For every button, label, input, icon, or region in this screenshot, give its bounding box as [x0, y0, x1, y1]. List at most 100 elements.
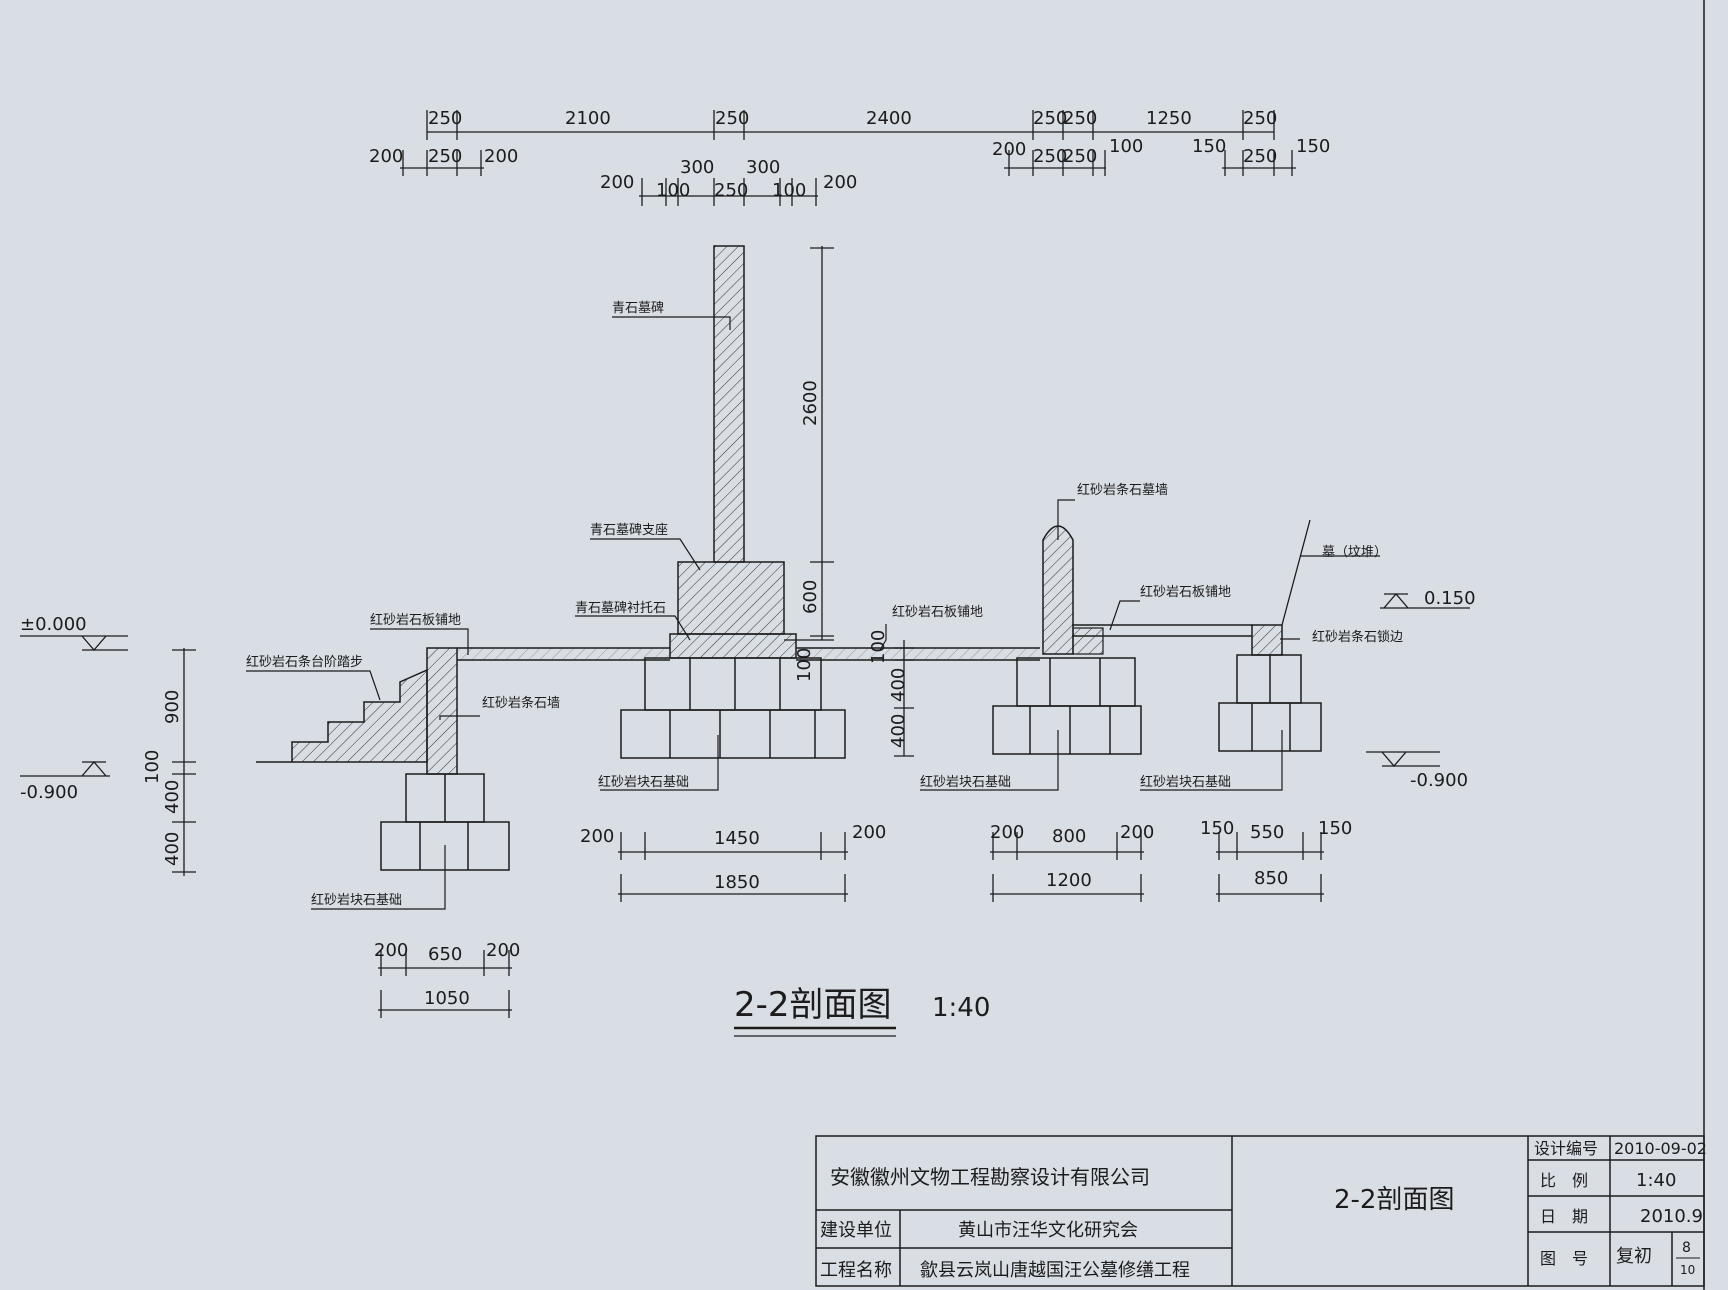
vertical-dim-left: [172, 648, 196, 876]
elevation-left-marker: [20, 761, 110, 777]
dim-top3-e: 250: [714, 180, 748, 201]
bdim-f3-b: 800: [1052, 826, 1086, 847]
dim-top3-g: 200: [823, 172, 857, 193]
tb-drawing-no-label: 图 号: [1540, 1249, 1588, 1268]
tb-sheet-total: 10: [1680, 1263, 1695, 1277]
top-dimension-row-1: [426, 110, 1275, 140]
tablet-base: [677, 561, 785, 635]
drawing-scale: 1:40: [932, 993, 990, 1023]
bdim-f1-c: 200: [486, 940, 520, 961]
tb-client-value: 黄山市汪华文化研究会: [958, 1220, 1138, 1241]
vdim-gap-100: 100: [868, 630, 889, 664]
vdim-left-400a: 400: [162, 780, 183, 814]
dim-top2-a: 200: [369, 146, 403, 167]
elev-minus-right: -0.900: [1410, 770, 1468, 791]
label-paving-left: 红砂岩石板铺地: [370, 612, 461, 628]
label-right-wall: 红砂岩条石墓墙: [1077, 482, 1168, 498]
dim-top3-d: 100: [656, 180, 690, 201]
tb-sheet-title: 2-2剖面图: [1334, 1185, 1454, 1215]
paving-slab-left-hatch: [457, 648, 670, 660]
mound-leader: [1281, 519, 1311, 626]
leader-lines: [246, 316, 1300, 910]
tb-company: 安徽徽州文物工程勘察设计有限公司: [830, 1165, 1150, 1189]
vdim-tablet-height: 2600: [800, 380, 821, 426]
foundation-edge: [1218, 654, 1322, 752]
top-dimension-row-2: [400, 150, 1296, 176]
bdim-f1-a: 200: [374, 940, 408, 961]
bottom-dim-f1: [378, 950, 512, 1018]
bdim-f3-c: 200: [1120, 822, 1154, 843]
drawing-title: 2-2剖面图: [734, 985, 892, 1025]
dim-top2-c: 200: [484, 146, 518, 167]
elev-zero: ±0.000: [20, 614, 87, 635]
wall-fill: [1072, 627, 1104, 655]
elev-plus-right: 0.150: [1424, 588, 1476, 609]
dim-top2-e: 250: [1033, 146, 1067, 167]
vdim-found-400a: 400: [888, 668, 909, 702]
paving-slab-mid-hatch: [796, 648, 1040, 660]
vdim-found-400b: 400: [888, 714, 909, 748]
vdim-left-400b: 400: [162, 832, 183, 866]
bdim-f4-b: 550: [1250, 822, 1284, 843]
tb-date-label: 日 期: [1540, 1207, 1588, 1226]
dim-top2-f: 250: [1063, 146, 1097, 167]
dim-top2-i: 250: [1243, 146, 1277, 167]
bdim-f4-a: 150: [1200, 818, 1234, 839]
label-foundation-3: 红砂岩块石基础: [920, 774, 1011, 790]
tb-scale-value: 1:40: [1636, 1170, 1676, 1191]
dim-top3-c: 200: [600, 172, 634, 193]
edge-curb: [1251, 624, 1283, 656]
vertical-dim-tablet: [784, 246, 834, 641]
bdim-f2-a: 200: [580, 826, 614, 847]
bottom-dim-f3: [990, 832, 1144, 902]
bdim-f3-d: 1200: [1046, 870, 1092, 891]
dim-top3-f: 100: [772, 180, 806, 201]
bdim-f4-c: 150: [1318, 818, 1352, 839]
stone-steps: [256, 668, 428, 763]
dim-top2-j: 150: [1296, 136, 1330, 157]
label-tablet-plinth: 青石墓碑衬托石: [575, 600, 666, 616]
label-tablet-base: 青石墓碑支座: [590, 522, 668, 538]
vdim-left-900: 900: [162, 690, 183, 724]
bdim-f2-d: 1850: [714, 872, 760, 893]
tb-design-no-label: 设计编号: [1534, 1139, 1598, 1158]
label-steps: 红砂岩石条台阶踏步: [246, 654, 363, 670]
bdim-f4-d: 850: [1254, 868, 1288, 889]
tb-project-label: 工程名称: [820, 1260, 892, 1281]
vdim-left-100: 100: [142, 750, 163, 784]
dim-top1-c: 250: [715, 108, 749, 129]
elevation-right-upper-marker: [1380, 593, 1470, 609]
elev-minus-left: -0.900: [20, 782, 78, 803]
bdim-f1-b: 650: [428, 944, 462, 965]
right-tomb-wall: [1042, 525, 1074, 655]
label-foundation-1: 红砂岩块石基础: [311, 892, 402, 908]
dim-top2-h: 150: [1192, 136, 1226, 157]
bottom-dim-f2: [618, 832, 848, 902]
elevation-right-lower-marker: [1366, 751, 1440, 767]
dim-top3-b: 300: [746, 157, 780, 178]
dim-top2-b: 250: [428, 146, 462, 167]
dim-top1-b: 2100: [565, 108, 611, 129]
tb-design-no-value: 2010-09-02: [1614, 1139, 1707, 1158]
dim-top1-a: 250: [428, 108, 462, 129]
foundation-center: [620, 657, 846, 759]
elevation-zero-marker: [20, 635, 128, 651]
dim-top1-d: 2400: [866, 108, 912, 129]
dim-top2-d: 200: [992, 139, 1026, 160]
dim-top1-f: 250: [1063, 108, 1097, 129]
dim-top3-a: 300: [680, 157, 714, 178]
dim-top1-h: 250: [1243, 108, 1277, 129]
tablet-plinth: [669, 633, 797, 659]
dim-top1-e: 250: [1033, 108, 1067, 129]
tb-drawing-no-value: 复初: [1616, 1246, 1652, 1267]
label-paving-right: 红砂岩石板铺地: [1140, 584, 1231, 600]
label-bluestone-tablet: 青石墓碑: [612, 300, 664, 316]
label-foundation-4: 红砂岩块石基础: [1140, 774, 1231, 790]
vertical-dim-center-foundation: [894, 640, 914, 757]
label-left-wall: 红砂岩条石墙: [482, 695, 560, 711]
tb-sheet-num: 8: [1682, 1240, 1691, 1256]
bdim-f3-a: 200: [990, 822, 1024, 843]
bottom-dim-f4: [1216, 832, 1324, 902]
tb-scale-label: 比 例: [1540, 1171, 1588, 1190]
